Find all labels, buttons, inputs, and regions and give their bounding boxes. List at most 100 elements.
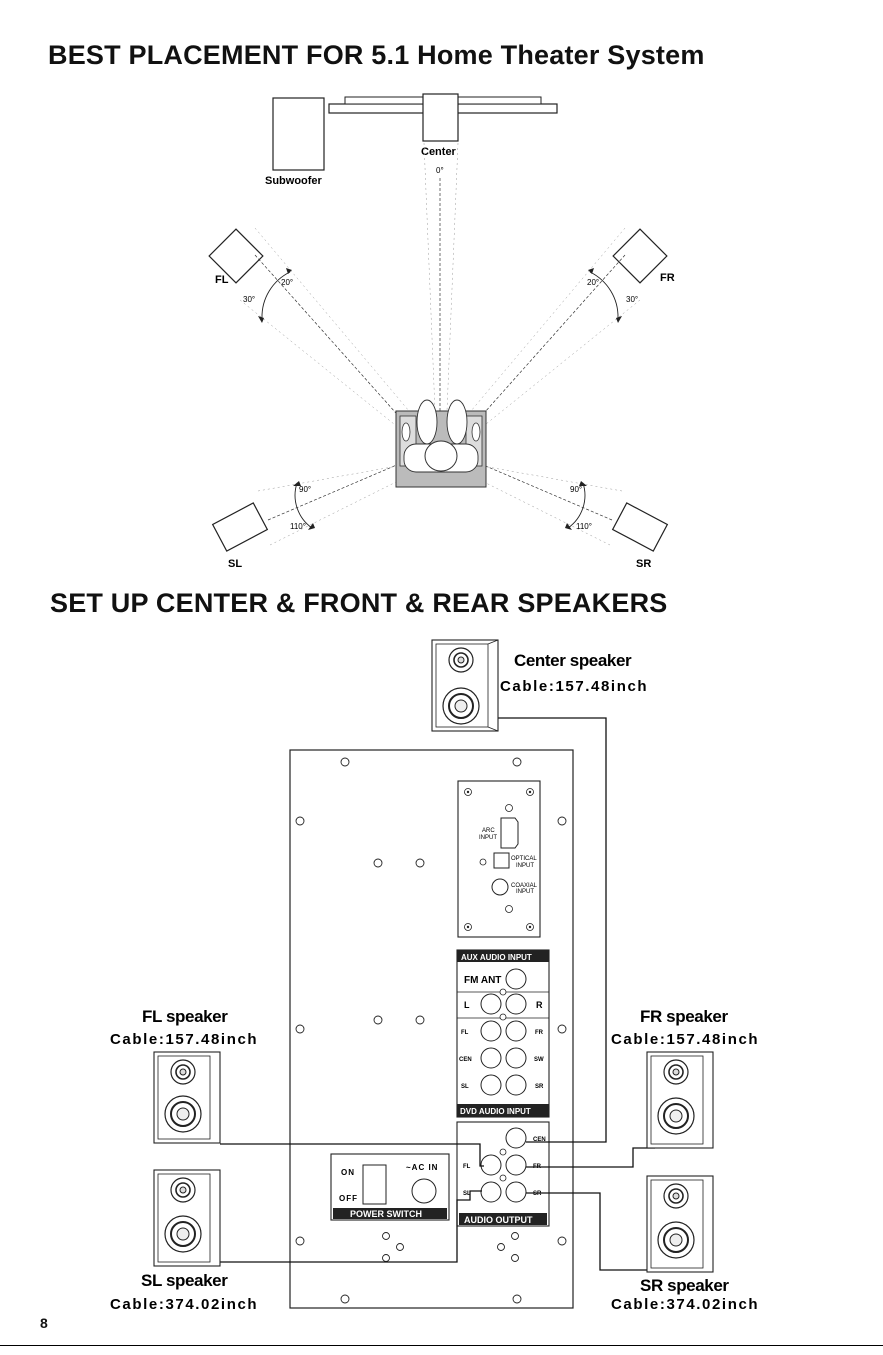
- out-cen-label: CEN: [533, 1137, 546, 1143]
- placement-diagram: Subwoofer Center 0° FL FR SL SR: [208, 93, 675, 570]
- fr-speaker-drawing: [646, 1051, 714, 1149]
- power-switch[interactable]: [362, 1164, 387, 1205]
- subwoofer-label: Subwoofer: [265, 175, 323, 187]
- sl-label: SL: [228, 558, 242, 570]
- dvd-sr-jack[interactable]: [505, 1074, 527, 1096]
- fr-arc-arrow-top: [588, 268, 594, 274]
- out-sr-jack[interactable]: [505, 1181, 527, 1203]
- out-screw-1: [499, 1148, 507, 1156]
- dvd-fl-label: FL: [461, 1030, 469, 1036]
- ac-in-socket[interactable]: [411, 1178, 437, 1204]
- sr-angle-90: 90°: [570, 485, 582, 494]
- page-number: 8: [40, 1315, 48, 1331]
- sr-angle-110: 110°: [576, 522, 592, 531]
- fr-label: FR: [660, 272, 675, 284]
- subwoofer-box: [272, 97, 325, 171]
- fr-speaker-cable: Cable:157.48inch: [611, 1031, 759, 1048]
- dvd-screw: [499, 1013, 507, 1021]
- out-fl-label: FL: [463, 1164, 471, 1170]
- sr-arc-arrow-bottom: [565, 523, 572, 530]
- aux-l-jack[interactable]: [480, 993, 502, 1015]
- aux-r-jack[interactable]: [505, 993, 527, 1015]
- aux-r-label: R: [536, 1000, 543, 1010]
- out-sl-label: SL: [463, 1191, 471, 1197]
- sr-speaker-cable: Cable:374.02inch: [611, 1296, 759, 1313]
- fr-cable: [526, 1147, 655, 1168]
- fl-arc-arrow-bottom: [258, 316, 264, 323]
- center-speaker-drawing: [431, 639, 499, 732]
- arc-label-1: ARC: [482, 828, 495, 834]
- fr-angle-30: 30°: [626, 295, 638, 304]
- out-sl-jack[interactable]: [480, 1181, 502, 1203]
- fl-arc-arrow-top: [286, 268, 292, 274]
- optical-port[interactable]: [493, 852, 510, 869]
- angle-guides: [239, 142, 641, 546]
- fm-ant-jack[interactable]: [505, 968, 527, 990]
- dvd-sr-label: SR: [535, 1084, 544, 1090]
- out-cen-jack[interactable]: [505, 1127, 527, 1149]
- sr-speaker-name: SR speaker: [640, 1276, 729, 1295]
- dvd-sl-label: SL: [461, 1084, 469, 1090]
- dvd-sl-jack[interactable]: [480, 1074, 502, 1096]
- sr-speaker-drawing: [646, 1175, 714, 1273]
- out-sr-label: SR: [533, 1191, 542, 1197]
- fl-speaker-drawing: [153, 1051, 221, 1144]
- fr-angle-20: 20°: [587, 278, 599, 287]
- fm-ant-label: FM ANT: [464, 975, 501, 986]
- dvd-sw-label: SW: [534, 1057, 544, 1063]
- center-angle-label: 0°: [436, 166, 444, 175]
- out-fr-jack[interactable]: [505, 1154, 527, 1176]
- dvd-cen-label: CEN: [459, 1057, 472, 1063]
- dvd-fr-jack[interactable]: [505, 1020, 527, 1042]
- speaker-cables: [220, 717, 655, 1271]
- audio-output-label: AUDIO OUTPUT: [464, 1215, 533, 1225]
- fl-speaker-cable: Cable:157.48inch: [110, 1031, 258, 1048]
- sr-arc-arrow-top: [579, 481, 587, 486]
- coaxial-label-1: COAXIAL: [511, 883, 538, 889]
- optical-label-2: INPUT: [516, 863, 534, 869]
- ac-in-label: ~AC IN: [406, 1163, 438, 1172]
- fr-arc-arrow-bottom: [616, 316, 622, 323]
- sr-label: SR: [636, 558, 651, 570]
- arc-hdmi-port[interactable]: [500, 817, 519, 849]
- center-speaker-name: Center speaker: [514, 651, 632, 670]
- sr-speaker-box: [611, 502, 669, 552]
- dvd-cen-jack[interactable]: [480, 1047, 502, 1069]
- placement-title: BEST PLACEMENT FOR 5.1 Home Theater Syst…: [48, 40, 705, 70]
- dvd-fl-jack[interactable]: [480, 1020, 502, 1042]
- fr-speaker-name: FR speaker: [640, 1007, 728, 1026]
- out-fl-jack[interactable]: [480, 1154, 502, 1176]
- sl-speaker-box: [211, 502, 269, 552]
- center-cable: [497, 717, 607, 1143]
- sl-speaker-name: SL speaker: [141, 1271, 228, 1290]
- sr-angle-arc: [567, 482, 586, 529]
- dvd-audio-input-label: DVD AUDIO INPUT: [460, 1107, 531, 1116]
- sl-angle-110: 110°: [290, 522, 306, 531]
- arc-label-2: INPUT: [479, 835, 497, 841]
- sl-angle-90: 90°: [299, 485, 311, 494]
- listener-sofa: [395, 399, 487, 488]
- power-switch-label: POWER SWITCH: [350, 1209, 422, 1219]
- aux-l-label: L: [464, 1000, 470, 1010]
- aux-screw: [499, 988, 507, 996]
- bottom-rule: [0, 1345, 883, 1346]
- fr-angle-arc: [589, 271, 619, 319]
- center-label: Center: [421, 146, 457, 158]
- center-speaker-cable: Cable:157.48inch: [500, 678, 648, 695]
- dvd-sw-jack[interactable]: [505, 1047, 527, 1069]
- out-screw-2: [499, 1174, 507, 1182]
- panel-screw-holes: [295, 757, 567, 1304]
- sl-arc-arrow-bottom: [308, 523, 315, 530]
- audio-output-panel: [456, 1121, 550, 1227]
- sl-angle-arc: [294, 482, 313, 529]
- setup-title: SET UP CENTER & FRONT & REAR SPEAKERS: [50, 588, 668, 618]
- coaxial-port[interactable]: [491, 878, 509, 896]
- coaxial-label-2: INPUT: [516, 889, 534, 895]
- sl-speaker-cable: Cable:374.02inch: [110, 1296, 258, 1313]
- center-speaker-box: [422, 93, 459, 142]
- dvd-fr-label: FR: [535, 1030, 544, 1036]
- sl-speaker-drawing: [153, 1169, 221, 1267]
- fl-angle-20: 20°: [281, 278, 293, 287]
- aux-audio-input-label: AUX AUDIO INPUT: [461, 953, 532, 962]
